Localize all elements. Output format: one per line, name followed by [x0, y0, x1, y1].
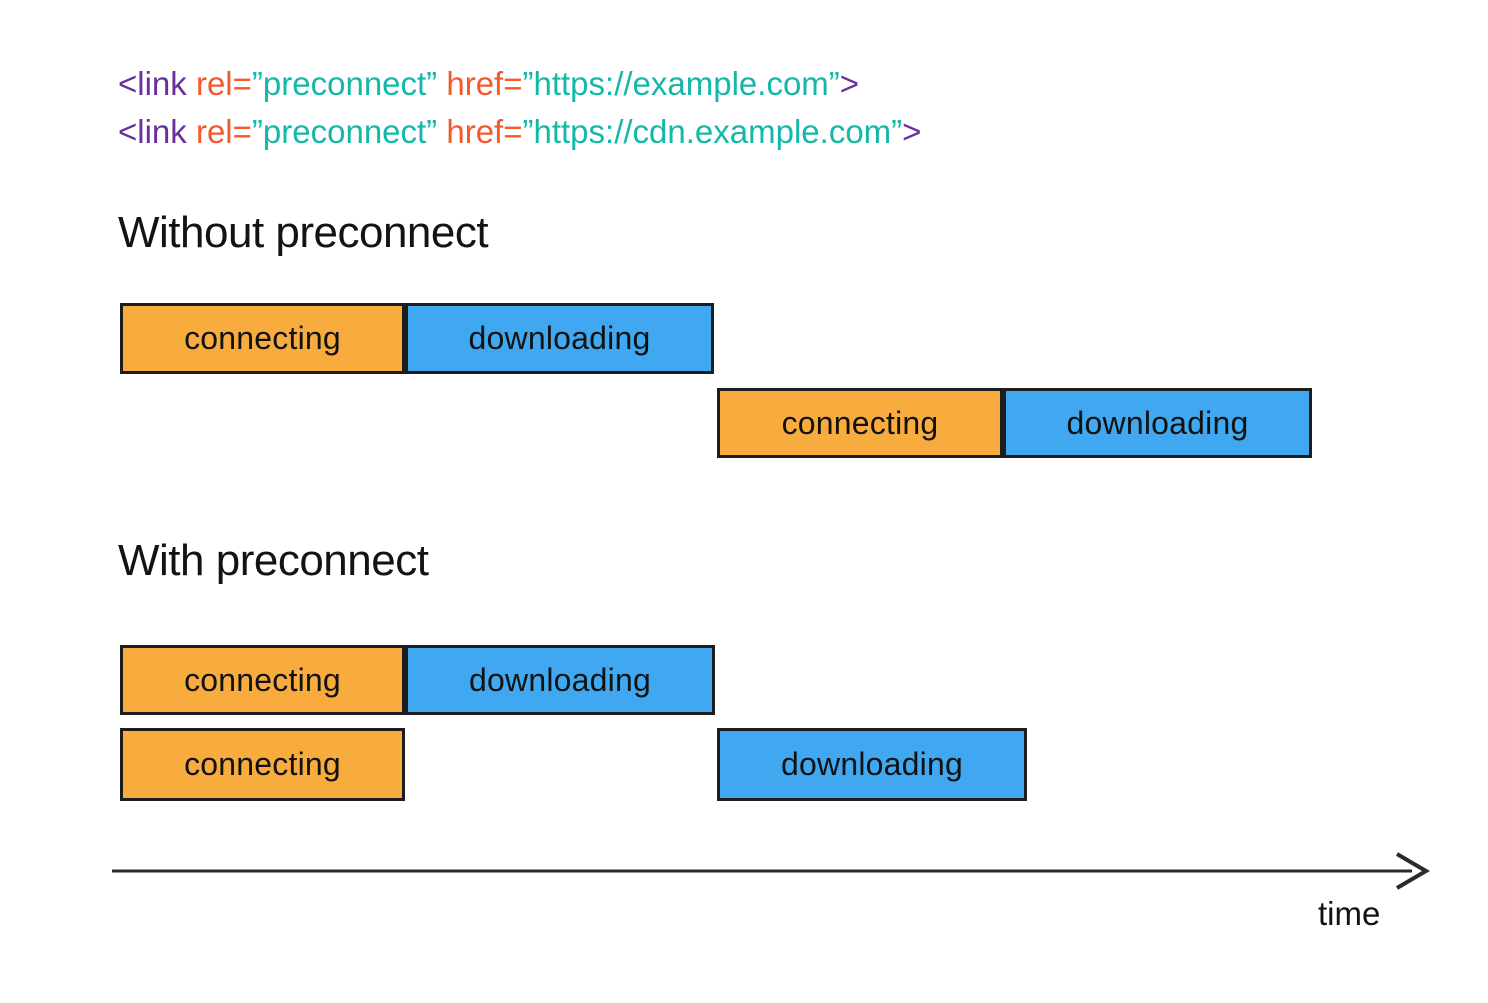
bar-label: connecting	[781, 404, 939, 441]
time-axis-arrow	[112, 852, 1430, 890]
code-token: rel=	[186, 65, 252, 102]
code-token: rel=	[186, 113, 252, 150]
code-snippet: <link rel=”preconnect” href=”https://exa…	[118, 64, 921, 160]
bar-connecting: connecting	[120, 303, 405, 374]
bar-label: connecting	[184, 661, 341, 698]
time-axis-label: time	[1318, 895, 1381, 932]
section-title-without-preconnect: Without preconnect	[118, 208, 489, 257]
code-token: ”preconnect”	[251, 113, 438, 150]
code-line-2: <link rel=”preconnect” href=”https://cdn…	[118, 112, 921, 160]
code-token: ”https://cdn.example.com”	[522, 113, 903, 150]
bar-connecting: connecting	[717, 388, 1003, 458]
bar-downloading: downloading	[405, 303, 714, 374]
bar-label: connecting	[184, 320, 341, 356]
code-token: href=	[437, 113, 523, 150]
bar-label: connecting	[184, 746, 341, 782]
code-line-1: <link rel=”preconnect” href=”https://exa…	[118, 64, 921, 112]
section-title-with-preconnect: With preconnect	[118, 536, 429, 585]
bar-connecting: connecting	[120, 728, 405, 801]
code-token: <link	[118, 113, 187, 150]
bar-downloading: downloading	[717, 728, 1027, 801]
bar-downloading: downloading	[405, 645, 715, 715]
bar-label: downloading	[1066, 404, 1249, 441]
code-token: ”https://example.com”	[522, 65, 840, 102]
code-token: >	[839, 65, 860, 102]
bar-label: downloading	[468, 320, 651, 356]
bar-downloading: downloading	[1003, 388, 1312, 458]
bar-label: downloading	[781, 746, 963, 782]
code-token: ”preconnect”	[251, 65, 438, 102]
code-token: >	[902, 113, 922, 150]
code-token: <link	[118, 65, 187, 102]
bar-label: downloading	[469, 661, 651, 698]
bar-connecting: connecting	[120, 645, 405, 715]
code-token: href=	[437, 65, 523, 102]
